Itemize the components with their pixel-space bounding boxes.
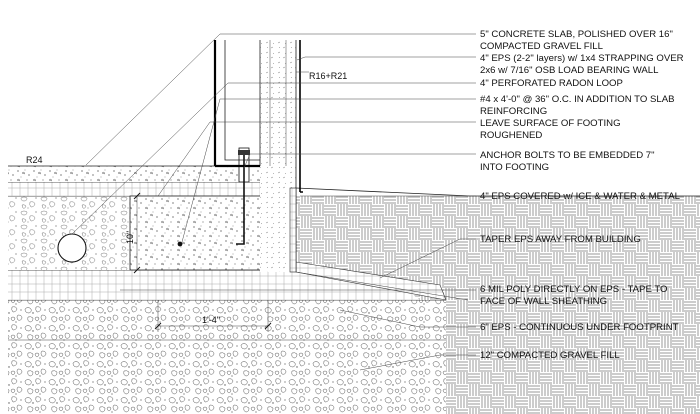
radon-pipe <box>57 233 87 263</box>
wall-exterior-eps <box>289 187 297 273</box>
tag-slab-r-value: R24 <box>26 155 43 165</box>
leader-lines <box>71 33 476 371</box>
note-footing-line2: ROUGHENED <box>480 130 542 141</box>
notes: 5" CONCRETE SLAB, POLISHED OVER 16"COMPA… <box>480 29 684 361</box>
concrete-slab <box>8 166 290 182</box>
note-eps-strapping-line1: 4" EPS (2-2" layers) w/ 1x4 STRAPPING OV… <box>480 53 684 64</box>
exterior-soil <box>296 196 470 414</box>
exterior-soil-right <box>470 196 700 414</box>
note-gravel: 12" COMPACTED GRAVEL FILL <box>480 350 620 361</box>
note-eps-continuous: 6" EPS - CONTINUOUS UNDER FOOTPRINT <box>480 322 679 333</box>
svg-text:5" CONCRETE SLAB, POLISHED OVE: 5" CONCRETE SLAB, POLISHED OVER 16"COMPA… <box>480 29 673 52</box>
svg-text:#4 x 4'-0" @ 36" O.C. IN ADDIT: #4 x 4'-0" @ 36" O.C. IN ADDITION TO SLA… <box>480 94 675 117</box>
note-poly-line1: 6 MIL POLY DIRECTLY ON EPS - TAPE TO <box>480 284 668 295</box>
gravel-fill-layer <box>8 300 468 414</box>
slab-eps-layer <box>8 182 290 196</box>
wall-framing <box>213 40 260 168</box>
tag-wall-r-value: R16+R21 <box>309 71 347 81</box>
exterior-sheathing <box>299 40 303 193</box>
note-poly-line2: FACE OF WALL SHEATHING <box>480 296 607 307</box>
svg-text:ANCHOR BOLTS TO BE EMBEDDED 7": ANCHOR BOLTS TO BE EMBEDDED 7"INTO FOOTI… <box>480 150 655 173</box>
note-anchor-line2: INTO FOOTING <box>480 162 549 173</box>
note-anchor-line1: ANCHOR BOLTS TO BE EMBEDDED 7" <box>480 150 655 161</box>
note-slab-line2: COMPACTED GRAVEL FILL <box>480 41 604 52</box>
note-slab-line1: 5" CONCRETE SLAB, POLISHED OVER 16" <box>480 29 673 40</box>
note-rebar-line2: REINFORCING <box>480 106 547 117</box>
note-rebar-line1: #4 x 4'-0" @ 36" O.C. IN ADDITION TO SLA… <box>480 94 675 105</box>
svg-text:4" EPS (2-2" layers) w/ 1x4 ST: 4" EPS (2-2" layers) w/ 1x4 STRAPPING OV… <box>480 53 684 76</box>
note-footing-line1: LEAVE SURFACE OF FOOTING <box>480 118 621 129</box>
anchor-bolt <box>236 155 245 245</box>
note-eps-strapping-line2: 2x6 w/ 7/16" OSB LOAD BEARING WALL <box>480 65 659 76</box>
anchor-bolt-nut <box>238 150 250 155</box>
rebar-dot-1 <box>177 241 183 247</box>
svg-text:6 MIL POLY DIRECTLY ON EPS - T: 6 MIL POLY DIRECTLY ON EPS - TAPE TOFACE… <box>480 284 668 307</box>
note-radon: 4" PERFORATED RADON LOOP <box>480 78 623 89</box>
dim-width-label: 1'-4" <box>202 315 220 325</box>
dim-height-label: 10" <box>125 231 135 244</box>
note-taper: TAPER EPS AWAY FROM BUILDING <box>480 234 641 245</box>
note-eps-covered: 4" EPS COVERED w/ ICE & WATER & METAL <box>480 191 681 202</box>
